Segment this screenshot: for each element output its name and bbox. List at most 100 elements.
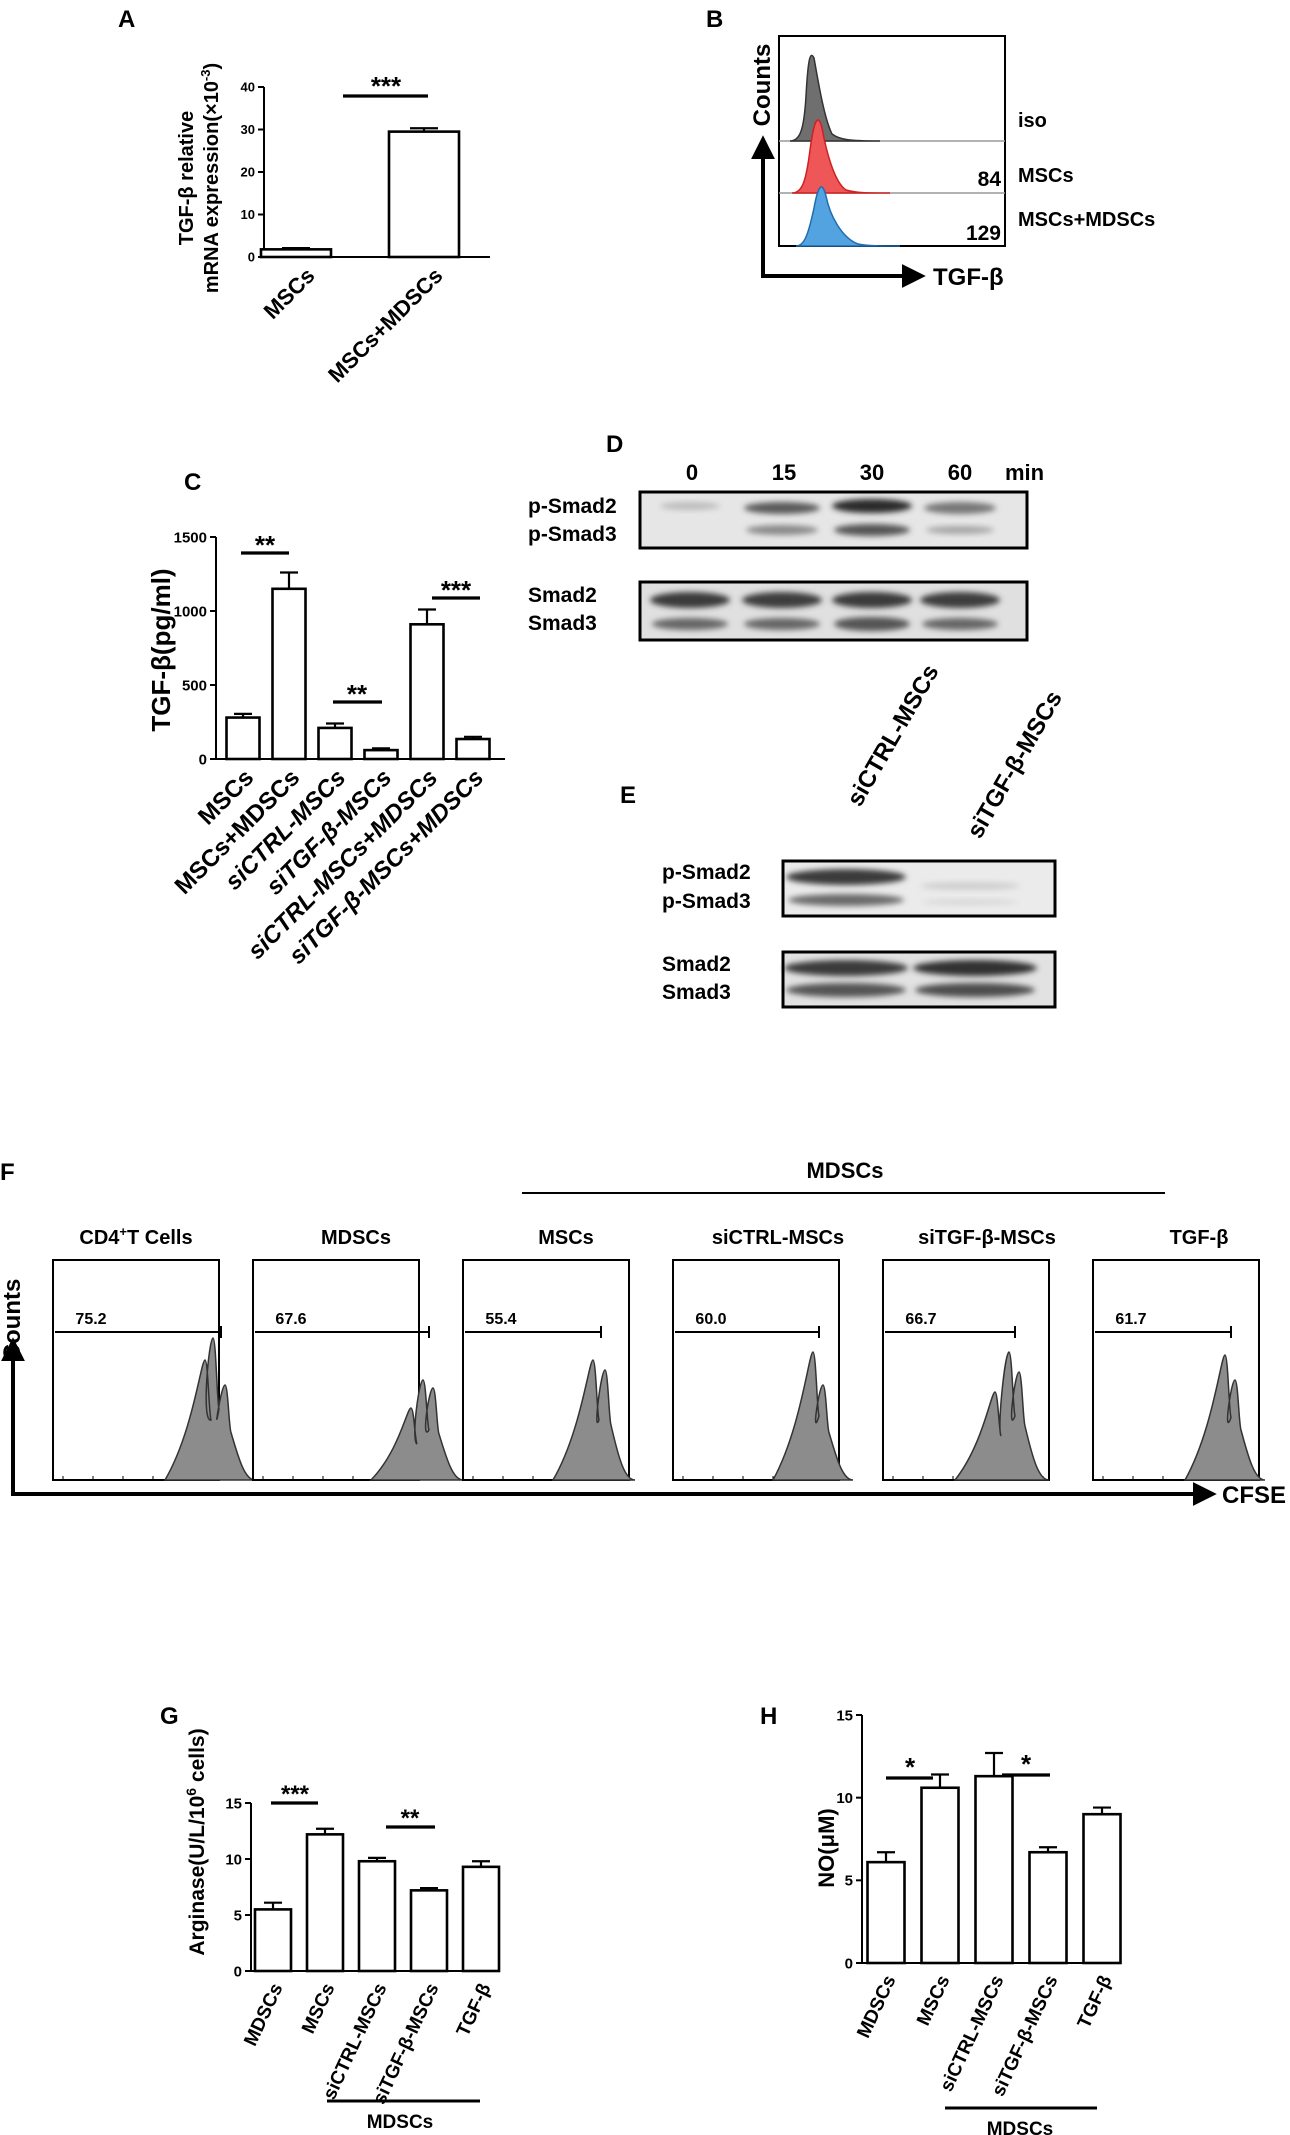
panel-d-time-0: 0: [686, 460, 698, 485]
panel-h-group-label: MDSCs: [987, 2119, 1054, 2135]
chart-a-ytick-label: 20: [241, 165, 255, 180]
panel-b-x-axis-label: TGF-β: [933, 264, 1004, 291]
x-label-mscs: MSCs: [913, 1972, 954, 2029]
bar-mscs: [259, 248, 333, 259]
flow-histogram: [163, 1337, 256, 1481]
panel-d-label: D: [606, 431, 623, 458]
panel-d-row1-line2: p-Smad3: [528, 523, 617, 546]
panel-b-row-msc-label: MSCs: [1018, 165, 1074, 187]
panel-b-row-mscmdsc-label: MSCs+MDSCs: [1018, 209, 1155, 231]
chart-g-ytick-label: 10: [225, 1851, 242, 1868]
panel-d-time-30: 30: [860, 460, 884, 485]
panel-e-row1-line2: p-Smad3: [662, 890, 751, 913]
x-label-mscs: MSCs: [259, 263, 320, 324]
flow-histogram: [771, 1351, 854, 1481]
chart-a-ytick-label: 30: [241, 122, 255, 137]
panel-c: C TGF-β(pg/ml) 050010001500MSCsMSCs+MDSC…: [146, 469, 505, 970]
panel-c-significance-3: ***: [441, 575, 472, 605]
panel-e-row2-line2: Smad3: [662, 981, 731, 1004]
flow-plots: 75.2 67.6 55.4 60.0 66.7 61.7: [52, 1259, 1266, 1481]
chart-a-ytick-label: 0: [248, 250, 255, 265]
flow-plot-4: 60.0: [672, 1259, 854, 1481]
panel-g-label: G: [160, 1703, 179, 1730]
panel-f-label: F: [0, 1159, 15, 1186]
chart-c-ytick-label: 500: [182, 677, 207, 694]
panel-c-significance-2: **: [347, 679, 368, 709]
flow-histogram: [1183, 1354, 1266, 1481]
panel-g-group-label: MDSCs: [367, 2112, 434, 2133]
panel-e-lane-1: siCTRL-MSCs: [842, 660, 945, 811]
chart-a-ytick-label: 10: [241, 207, 255, 222]
bar-sictrl-mscs: [317, 726, 353, 761]
x-label-mdscs: MDSCs: [240, 1980, 287, 2049]
flow-plot-frame: [252, 1259, 420, 1481]
flow-title-3: MSCs: [538, 1227, 594, 1249]
chart-h-ytick-label: 5: [845, 1873, 853, 1890]
flow-plot-1: 75.2: [52, 1259, 256, 1481]
bar-sictrl-mscs: [357, 1859, 397, 1973]
panel-c-ylabel: TGF-β(pg/ml): [146, 568, 176, 731]
panel-g-significance-1: ***: [281, 1781, 310, 1808]
panel-b-y-axis-label: Counts: [749, 44, 776, 127]
bar-mscs: [225, 716, 261, 761]
panel-f-group-label: MDSCs: [806, 1158, 883, 1183]
blot-d-phospho-bands: [660, 499, 996, 536]
panel-h-significance-2: *: [1021, 1749, 1032, 1779]
panel-f-x-axis-label: CFSE: [1222, 1482, 1286, 1509]
blot-e-phospho-bands: [786, 869, 1020, 906]
flow-plot-5: 66.7: [882, 1259, 1050, 1481]
x-label-tgf: TGF-β: [453, 1980, 496, 2040]
blot-e-total-bands: [784, 960, 1037, 997]
flow-plot-6: 61.7: [1092, 1259, 1266, 1481]
histogram-iso: [789, 54, 881, 142]
panel-c-significance-1: **: [255, 530, 276, 560]
blot-e-phospho-frame: [781, 859, 1057, 918]
bar-mscs-mdscs: [387, 130, 461, 259]
panel-e-row2-line1: Smad2: [662, 953, 731, 976]
flow-percentage: 67.6: [275, 1311, 306, 1328]
panel-h-significance-1: *: [905, 1752, 916, 1782]
bar-mscs: [305, 1833, 345, 1973]
chart-a-ytick-label: 40: [241, 80, 255, 95]
bar-sitgf-mscs: [1028, 1850, 1068, 1965]
bar-mscs: [920, 1786, 960, 1965]
chart-c-ytick-label: 0: [199, 751, 207, 768]
panel-h-ylabel: NO(μM): [814, 1808, 839, 1887]
flow-title-4: siCTRL-MSCs: [712, 1227, 844, 1249]
panel-g-significance-2: **: [401, 1805, 420, 1832]
blot-e-total: [783, 952, 1055, 1007]
panel-a: A TGF-β relative mRNA expression(×10-3) …: [118, 6, 490, 387]
panel-b-row-mscmdsc-value: 129: [966, 222, 1001, 245]
flow-percentage: 60.0: [695, 1311, 726, 1328]
flow-percentage: 75.2: [75, 1311, 106, 1328]
chart-g-ytick-label: 0: [234, 1963, 242, 1980]
x-label-mdscs: MDSCs: [853, 1972, 900, 2041]
panel-b: B iso MSCs MSCs+MDSCs 84 129 Counts TGF-…: [706, 6, 1155, 291]
flow-histogram: [369, 1379, 464, 1481]
panel-d-row2-line2: Smad3: [528, 612, 597, 635]
panel-h-label: H: [760, 1703, 777, 1730]
x-label-mscs: MSCs: [298, 1980, 339, 2037]
panel-d-row2-line1: Smad2: [528, 584, 597, 607]
flow-percentage: 66.7: [905, 1311, 936, 1328]
x-label-tgf: TGF-β: [1074, 1972, 1117, 2032]
chart-c-ytick-label: 1000: [174, 603, 207, 620]
panel-d-time-60: 60: [948, 460, 972, 485]
blot-d-phospho: [640, 492, 1027, 548]
panel-b-row-iso-label: iso: [1018, 110, 1047, 132]
panel-f-y-axis-label: Counts: [0, 1279, 26, 1362]
panel-d-row1-line1: p-Smad2: [528, 495, 617, 518]
flow-histogram: [953, 1351, 1050, 1481]
chart-h-ytick-label: 10: [836, 1790, 853, 1807]
bar-sictrl-mscs: [974, 1774, 1014, 1965]
panel-d-time-unit: min: [1005, 460, 1044, 485]
flow-plot-3: 55.4: [462, 1259, 636, 1481]
chart-h-ytick-label: 0: [845, 1955, 853, 1972]
blot-e-total-frame: [781, 950, 1057, 1009]
flow-title-5: siTGF-β-MSCs: [918, 1227, 1056, 1249]
